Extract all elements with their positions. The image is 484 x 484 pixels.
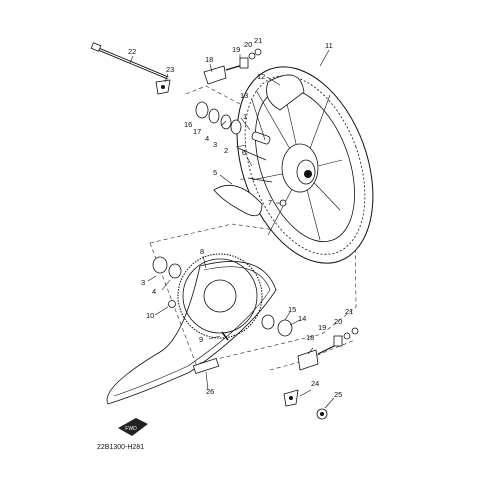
callout-10: 10 — [146, 311, 154, 320]
callout-19-lower: 19 — [318, 323, 326, 332]
inner-tube — [213, 185, 263, 217]
callout-14: 14 — [298, 314, 306, 323]
rear-sprocket — [177, 253, 263, 339]
callout-11: 11 — [325, 41, 333, 50]
callout-21-top: 21 — [254, 36, 262, 45]
callout-19-top: 19 — [232, 45, 240, 54]
axle-part — [90, 42, 169, 80]
diagram-code: 22B1300-H281 — [97, 444, 144, 451]
callout-6: 6 — [242, 148, 246, 157]
callout-15: 15 — [288, 305, 296, 314]
callout-21-lower: 21 — [345, 307, 353, 316]
callout-18-top: 18 — [205, 55, 213, 64]
callout-2: 2 — [224, 146, 228, 155]
wheel-hub — [281, 143, 319, 193]
callout-9: 9 — [199, 335, 203, 344]
callout-3-top: 3 — [213, 140, 217, 149]
hub-bearing-stack-top — [195, 101, 273, 183]
adjuster-plate-top — [203, 48, 262, 85]
callout-22: 22 — [128, 47, 136, 56]
callout-17: 17 — [193, 127, 201, 136]
leader-lines — [129, 49, 335, 409]
callout-7: 7 — [268, 198, 272, 207]
drive-chain — [106, 261, 277, 405]
callout-16: 16 — [184, 120, 192, 129]
callout-5: 5 — [213, 168, 217, 177]
callout-13: 13 — [240, 91, 248, 100]
callout-24: 24 — [311, 379, 319, 388]
collar-spacers — [261, 314, 293, 337]
callout-20-top: 20 — [244, 40, 252, 49]
callout-25: 25 — [334, 390, 342, 399]
callout-1: 1 — [243, 112, 247, 121]
callout-18-lower: 18 — [306, 333, 314, 342]
fwd-label: FWD — [125, 426, 137, 432]
callout-8: 8 — [200, 247, 204, 256]
chain-joint — [192, 357, 220, 375]
adjuster-plate-lower — [297, 327, 359, 371]
sprocket-bolt — [221, 331, 229, 341]
sprocket-nut — [168, 300, 176, 308]
callout-23: 23 — [166, 65, 174, 74]
callout-3-lower: 3 — [141, 278, 145, 287]
callout-labels: 22 23 18 19 20 21 11 12 13 16 17 4 3 1 2… — [128, 36, 353, 399]
callout-20-lower: 20 — [334, 317, 342, 326]
forward-arrow-icon: FWD — [118, 418, 148, 436]
chain-adjuster-left — [155, 79, 171, 95]
callout-4-top: 4 — [205, 134, 209, 143]
chain-adjuster-right — [283, 389, 299, 407]
hub-bearing-stack-lower — [152, 256, 182, 279]
callout-26: 26 — [206, 387, 214, 396]
callout-4-lower: 4 — [152, 287, 156, 296]
rim-band — [266, 74, 305, 111]
axle-nut — [316, 408, 328, 420]
callout-12: 12 — [257, 72, 265, 81]
